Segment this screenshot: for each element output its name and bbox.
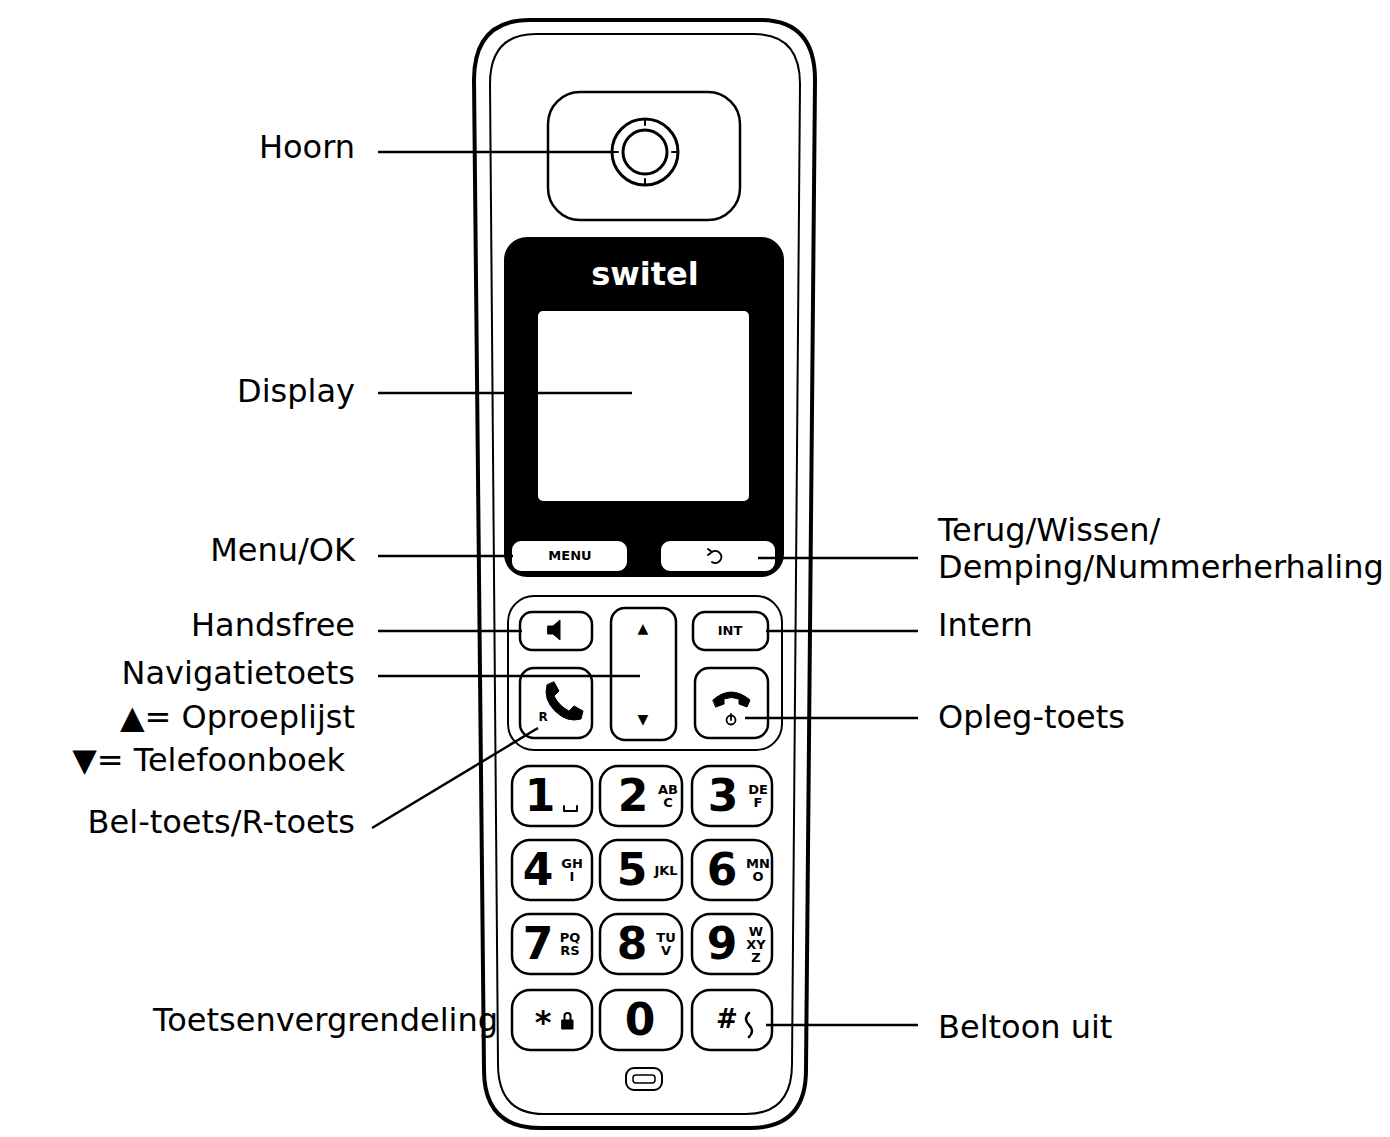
key-digit: 1 <box>525 771 556 822</box>
key-text: INT <box>718 624 743 639</box>
part-label: Navigatietoets <box>122 655 355 692</box>
part-label: Menu/OK <box>210 532 355 569</box>
key-digit: 4 <box>523 845 554 896</box>
part-label: Opleg-toets <box>938 699 1125 736</box>
key-digit: 5 <box>617 845 648 896</box>
key-digit: # <box>716 1005 738 1035</box>
key-letters: ABC <box>656 783 680 809</box>
part-label: Handsfree <box>191 607 355 644</box>
part-label: ▼= Telefoonboek <box>72 742 345 779</box>
key-letters: WXYZ <box>744 925 768 964</box>
key-digit: 7 <box>523 919 554 970</box>
part-label: Terug/Wissen/ Demping/Nummerherhaling <box>938 512 1338 586</box>
key-letters: GHI <box>560 857 584 883</box>
key-text: MENU <box>548 549 591 564</box>
part-label: Display <box>237 373 355 410</box>
key-digit: 6 <box>707 845 738 896</box>
key-letters: JKL <box>654 864 678 877</box>
part-label: Bel-toets/R-toets <box>88 804 355 841</box>
part-label: Toetsenvergrendeling <box>153 1002 498 1039</box>
key-digit: * <box>535 1004 552 1041</box>
key-symbol: ▲ <box>638 620 649 636</box>
key-text: R <box>538 711 547 725</box>
brand-logo: switel <box>591 256 699 293</box>
key-digit: 0 <box>625 995 656 1046</box>
key-digit: 2 <box>618 771 649 822</box>
key-letters: TUV <box>654 931 678 957</box>
key-digit: 3 <box>708 771 739 822</box>
key-symbol: ▼ <box>638 711 649 727</box>
key-letters: PQRS <box>558 931 582 957</box>
part-label: ▲= Oproeplijst <box>120 699 355 736</box>
key-letters: MNO <box>746 857 770 883</box>
part-label: Intern <box>938 607 1033 644</box>
key-digit: 8 <box>617 919 648 970</box>
part-label: Beltoon uit <box>938 1009 1112 1046</box>
part-label: Hoorn <box>259 129 355 166</box>
key-letters: DEF <box>746 783 770 809</box>
key-digit: 9 <box>707 919 738 970</box>
